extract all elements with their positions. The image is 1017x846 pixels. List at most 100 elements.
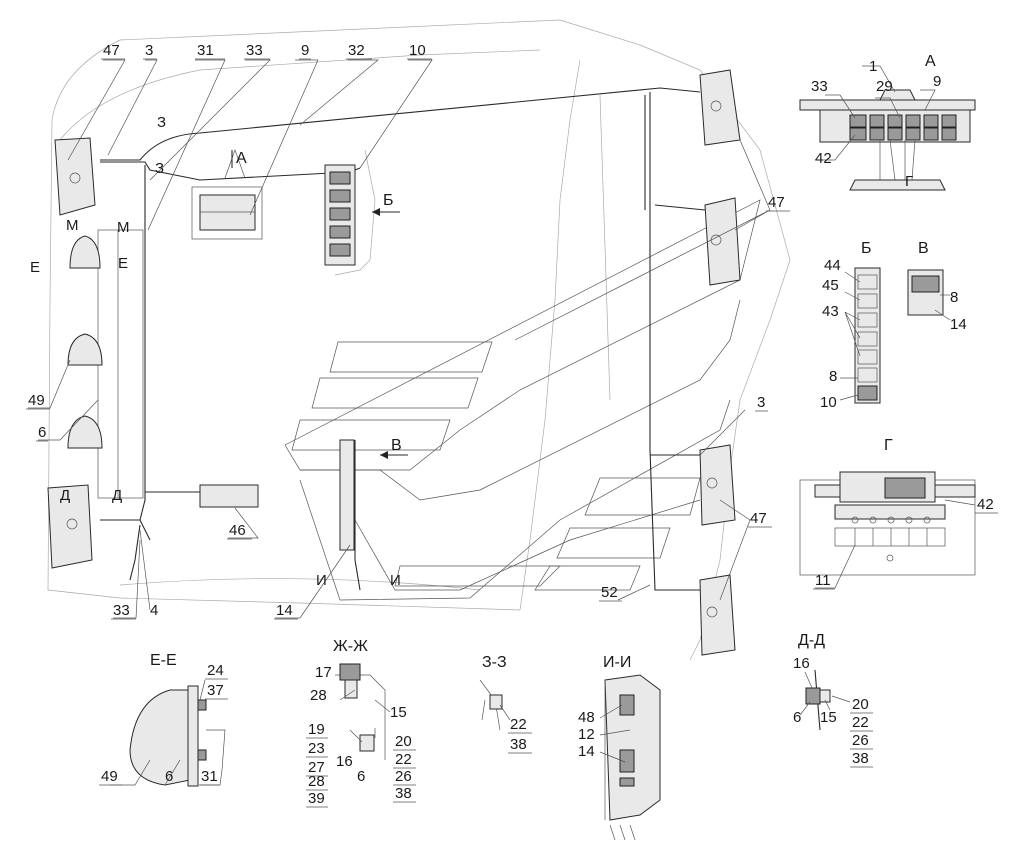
detail-v	[907, 269, 951, 321]
work-lights	[47, 69, 741, 656]
detail-a-1: 1	[869, 58, 877, 75]
ee-49: 49	[101, 768, 118, 785]
dd-16: 16	[793, 655, 810, 672]
detail-g-11: 11	[815, 572, 831, 589]
section-title-ii: И-И	[603, 654, 631, 671]
callout-10: 10	[409, 42, 426, 59]
detail-b-43: 43	[822, 303, 839, 320]
ee-31: 31	[201, 768, 218, 785]
detail-title-g: Г	[884, 437, 893, 454]
section-mark-i-left: И	[316, 572, 327, 589]
detail-a-29: 29	[876, 78, 893, 95]
stripe-decals	[284, 199, 761, 601]
zhzh-20: 20	[395, 733, 412, 750]
ii-14: 14	[578, 743, 595, 760]
relay-block-9	[191, 186, 263, 240]
detail-b-45: 45	[822, 277, 839, 294]
section-mark-m-right: М	[117, 219, 130, 236]
leader-lines	[28, 59, 771, 619]
labels: А А Б Б В В Г Г М М Е Е Д Д З З И И 47 3…	[28, 42, 994, 807]
section-title-zz: З-З	[482, 654, 507, 671]
detail-a-33: 33	[811, 78, 828, 95]
zhzh-27: 27	[308, 759, 325, 776]
section-title-zhzh: Ж-Ж	[333, 638, 368, 655]
callout-47: 47	[103, 42, 120, 59]
callout-underlines	[26, 58, 998, 808]
detail-b	[839, 267, 881, 404]
callout-32: 32	[348, 42, 365, 59]
zz-22: 22	[510, 716, 527, 733]
view-letter-b: Б	[383, 192, 394, 209]
section-zhzh	[335, 663, 391, 760]
section-title-dd: Д-Д	[798, 632, 825, 649]
zhzh-39: 39	[308, 790, 325, 807]
view-arrows	[231, 150, 408, 459]
detail-title-v: В	[918, 240, 929, 257]
section-mark-d-right: Д	[112, 487, 122, 504]
detail-v-8: 8	[950, 289, 958, 306]
zz-38: 38	[510, 736, 527, 753]
callout-33: 33	[246, 42, 263, 59]
view-letter-v: В	[391, 437, 402, 454]
zhzh-23: 23	[308, 740, 325, 757]
section-dd	[799, 669, 851, 731]
zhzh-26: 26	[395, 768, 412, 785]
dd-20: 20	[852, 696, 869, 713]
detail-g-42: 42	[977, 496, 994, 513]
detail-title-b: Б	[861, 240, 872, 257]
callout-9: 9	[301, 42, 309, 59]
detail-b-10: 10	[820, 394, 837, 411]
zhzh-28-top: 28	[310, 687, 327, 704]
detail-a-mark-g: Г	[905, 173, 913, 190]
callout-4: 4	[150, 602, 158, 619]
section-mark-d-left: Д	[60, 487, 70, 504]
zhzh-17: 17	[315, 664, 332, 681]
dd-26: 26	[852, 732, 869, 749]
detail-a-42: 42	[815, 150, 832, 167]
callout-49: 49	[28, 392, 45, 409]
switch-block-10	[324, 164, 356, 266]
detail-b-44: 44	[824, 257, 841, 274]
callout-33-bottom: 33	[113, 602, 130, 619]
zhzh-15: 15	[390, 704, 407, 721]
zhzh-19: 19	[308, 721, 325, 738]
section-zz	[479, 679, 511, 731]
section-mark-e-right: Е	[118, 255, 128, 272]
callout-31: 31	[197, 42, 214, 59]
ee-6: 6	[165, 768, 173, 785]
detail-v-14: 14	[950, 316, 967, 333]
callout-52: 52	[601, 584, 618, 601]
callout-3-right: 3	[757, 394, 765, 411]
section-mark-m-left: М	[66, 217, 79, 234]
detail-title-a: А	[925, 53, 936, 70]
callout-46: 46	[229, 522, 246, 539]
callout-47-right-bottom: 47	[750, 510, 767, 527]
callout-3: 3	[145, 42, 153, 59]
zhzh-28-bottom: 28	[308, 773, 325, 790]
cab-outline	[47, 19, 791, 661]
detail-a	[799, 65, 976, 191]
zhzh-38: 38	[395, 785, 412, 802]
view-letter-a: А	[236, 150, 247, 167]
strip-14	[339, 439, 355, 551]
ii-12: 12	[578, 726, 595, 743]
dd-6: 6	[793, 709, 801, 726]
callout-14: 14	[276, 602, 293, 619]
section-ee	[110, 679, 226, 787]
zhzh-16: 16	[336, 753, 353, 770]
section-mark-z-bottom: З	[155, 160, 164, 177]
detail-a-9: 9	[933, 73, 941, 90]
dd-15: 15	[820, 709, 837, 726]
dd-22: 22	[852, 714, 869, 731]
dd-38: 38	[852, 750, 869, 767]
section-mark-z-top: З	[157, 114, 166, 131]
beacon-lamps	[67, 235, 103, 449]
detail-g	[799, 471, 976, 589]
zhzh-22: 22	[395, 751, 412, 768]
section-ii	[599, 674, 661, 841]
zhzh-6: 6	[357, 768, 365, 785]
callout-6: 6	[38, 424, 46, 441]
control-box-46	[199, 484, 259, 508]
ee-24: 24	[207, 662, 224, 679]
